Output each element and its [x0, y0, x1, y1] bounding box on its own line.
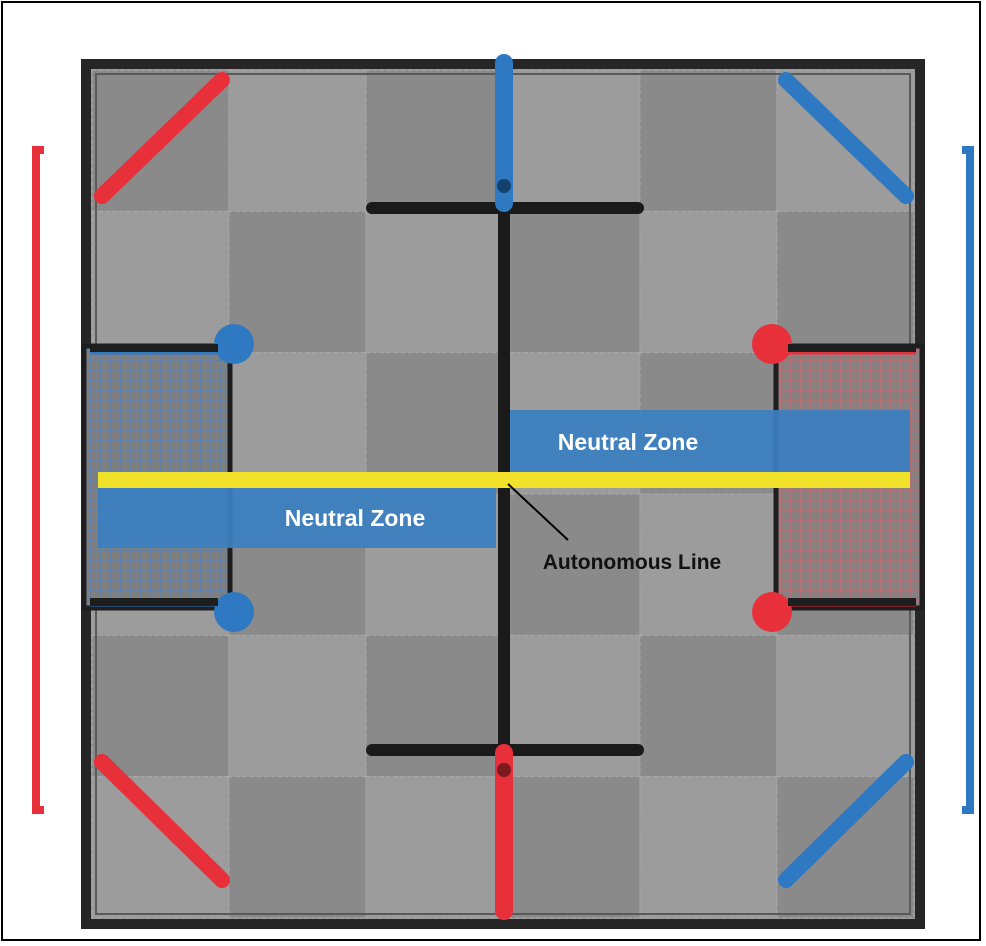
- corner-bar-top-right: [778, 72, 914, 204]
- red-alliance-bracket: [32, 146, 44, 814]
- corner-bar-bottom-left: [94, 754, 230, 888]
- blue-center-pipe: [495, 54, 513, 212]
- floor-tile: [365, 352, 504, 495]
- neutral-zone-left-label: Neutral Zone: [285, 505, 426, 531]
- floor-tile: [228, 776, 367, 919]
- floor-tile: [776, 776, 915, 919]
- floor-tile: [776, 634, 915, 778]
- floor-tile: [91, 210, 230, 354]
- floor-tile: [91, 776, 230, 919]
- floor-tile: [228, 634, 367, 778]
- floor-tile: [639, 69, 778, 212]
- floor-tile: [776, 210, 915, 354]
- floor-tile: [228, 69, 367, 212]
- corner-bar-top-left: [94, 72, 230, 204]
- floor-tile: [365, 776, 504, 919]
- autonomous-line-label: Autonomous Line: [543, 551, 721, 574]
- floor-tile: [365, 69, 504, 212]
- corner-bar-bottom-right: [778, 754, 914, 888]
- floor-tile: [365, 210, 504, 354]
- neutral-zone-right-label: Neutral Zone: [558, 429, 699, 455]
- neutral-zone-left: [98, 488, 496, 548]
- neutral-zone-right: [510, 410, 910, 472]
- floor-tile: [91, 634, 230, 778]
- floor-tile: [502, 776, 641, 919]
- floor-tile: [228, 352, 367, 495]
- autonomous-line: [98, 472, 910, 488]
- floor-tile: [502, 69, 641, 212]
- floor-tile: [639, 634, 778, 778]
- floor-tile: [502, 210, 641, 354]
- blue-alliance-bracket: [962, 146, 974, 814]
- autonomous-line-pointer: [507, 483, 569, 541]
- floor-tile: [639, 776, 778, 919]
- red-center-pipe: [495, 744, 513, 920]
